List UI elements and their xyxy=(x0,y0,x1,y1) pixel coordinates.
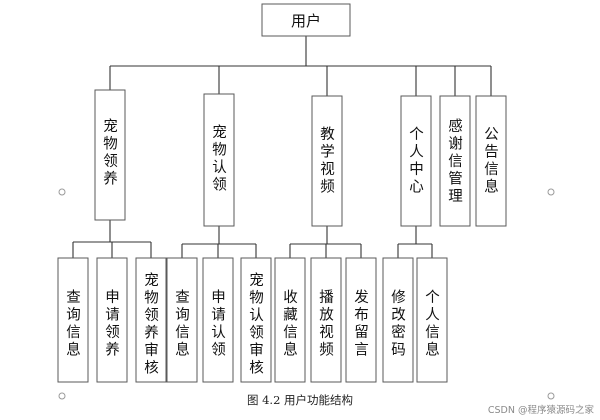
sub-box xyxy=(310,257,342,383)
module-box-pet-adoption xyxy=(94,89,126,221)
connector-lines xyxy=(72,36,492,258)
sub-label: 申请领养 xyxy=(103,289,119,359)
figure-caption: 图 4.2 用户功能结构 xyxy=(246,393,354,407)
sub-label: 查询信息 xyxy=(64,289,80,359)
root-label: 用户 xyxy=(290,11,321,30)
sub-box xyxy=(345,257,377,383)
module-box-teaching-video xyxy=(311,95,343,227)
module-box-announcement xyxy=(475,95,507,227)
sub-label: 收藏信息 xyxy=(281,289,297,359)
module-label-thanks-letter: 感谢信管理 xyxy=(446,118,462,206)
sub-box xyxy=(96,257,128,383)
root-box xyxy=(261,3,351,37)
selection-handles xyxy=(58,188,555,400)
module-label-teaching-video: 教学视频 xyxy=(318,126,334,196)
sub-box xyxy=(382,257,414,383)
sub-box xyxy=(240,257,272,383)
module-box-personal-center xyxy=(400,95,432,227)
module-box-pet-claim xyxy=(203,93,235,227)
sub-box xyxy=(416,257,448,383)
sub-box xyxy=(202,257,234,383)
sub-label: 宠物领养审核 xyxy=(142,272,158,377)
sub-box xyxy=(57,257,89,383)
sub-label: 播放视频 xyxy=(317,289,333,359)
module-label-announcement: 公告信息 xyxy=(482,126,498,196)
sub-label: 个人信息 xyxy=(423,289,439,359)
sub-label: 修改密码 xyxy=(389,289,405,359)
sub-label: 宠物认领审核 xyxy=(247,272,263,377)
sub-label: 查询信息 xyxy=(173,289,189,359)
sub-label: 申请认领 xyxy=(209,289,225,359)
module-label-pet-claim: 宠物认领 xyxy=(210,124,226,194)
sub-box xyxy=(135,257,167,383)
module-box-thanks-letter xyxy=(439,95,471,227)
sub-box xyxy=(274,257,306,383)
watermark: CSDN @程序猿源码之家 xyxy=(487,405,594,416)
sub-box xyxy=(166,257,198,383)
sub-label: 发布留言 xyxy=(352,289,368,359)
module-label-pet-adoption: 宠物领养 xyxy=(101,118,117,188)
module-label-personal-center: 个人中心 xyxy=(407,126,423,196)
